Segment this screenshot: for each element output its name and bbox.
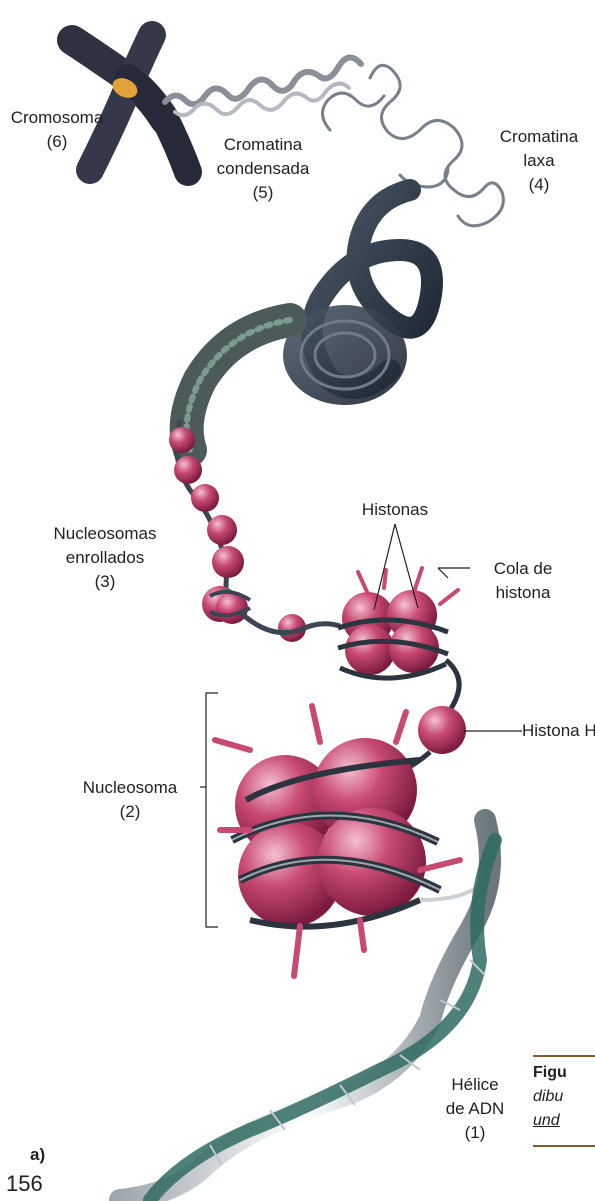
label-nucleosome: Nucleosoma (2) (60, 776, 200, 824)
label-histone-h1: Histona H1 (522, 719, 595, 743)
label-histone-tail: Cola de histona (473, 557, 573, 605)
label-chromosome: Cromosoma (6) (2, 106, 112, 154)
caption-line-1: dibu (533, 1085, 595, 1109)
page-number: 156 (6, 1171, 43, 1197)
caption-line-2: und (533, 1109, 595, 1133)
condensed-chromatin-shape (165, 57, 361, 115)
label-condensed-chromatin: Cromatina condensada (5) (198, 133, 328, 205)
panel-label: a) (30, 1145, 45, 1165)
label-dna-helix: Hélice de ADN (1) (430, 1073, 520, 1145)
caption-figure-label: Figu (533, 1061, 595, 1085)
label-histones: Histonas (345, 498, 445, 522)
solenoid-fiber-shape (187, 190, 432, 450)
figure-caption: Figu dibu und (533, 1055, 595, 1147)
histone-octamer-upper (338, 568, 458, 678)
label-coiled-nucleosomes: Nucleosomas enrollados (3) (40, 522, 170, 594)
label-loose-chromatin: Cromatina laxa (4) (489, 125, 589, 197)
